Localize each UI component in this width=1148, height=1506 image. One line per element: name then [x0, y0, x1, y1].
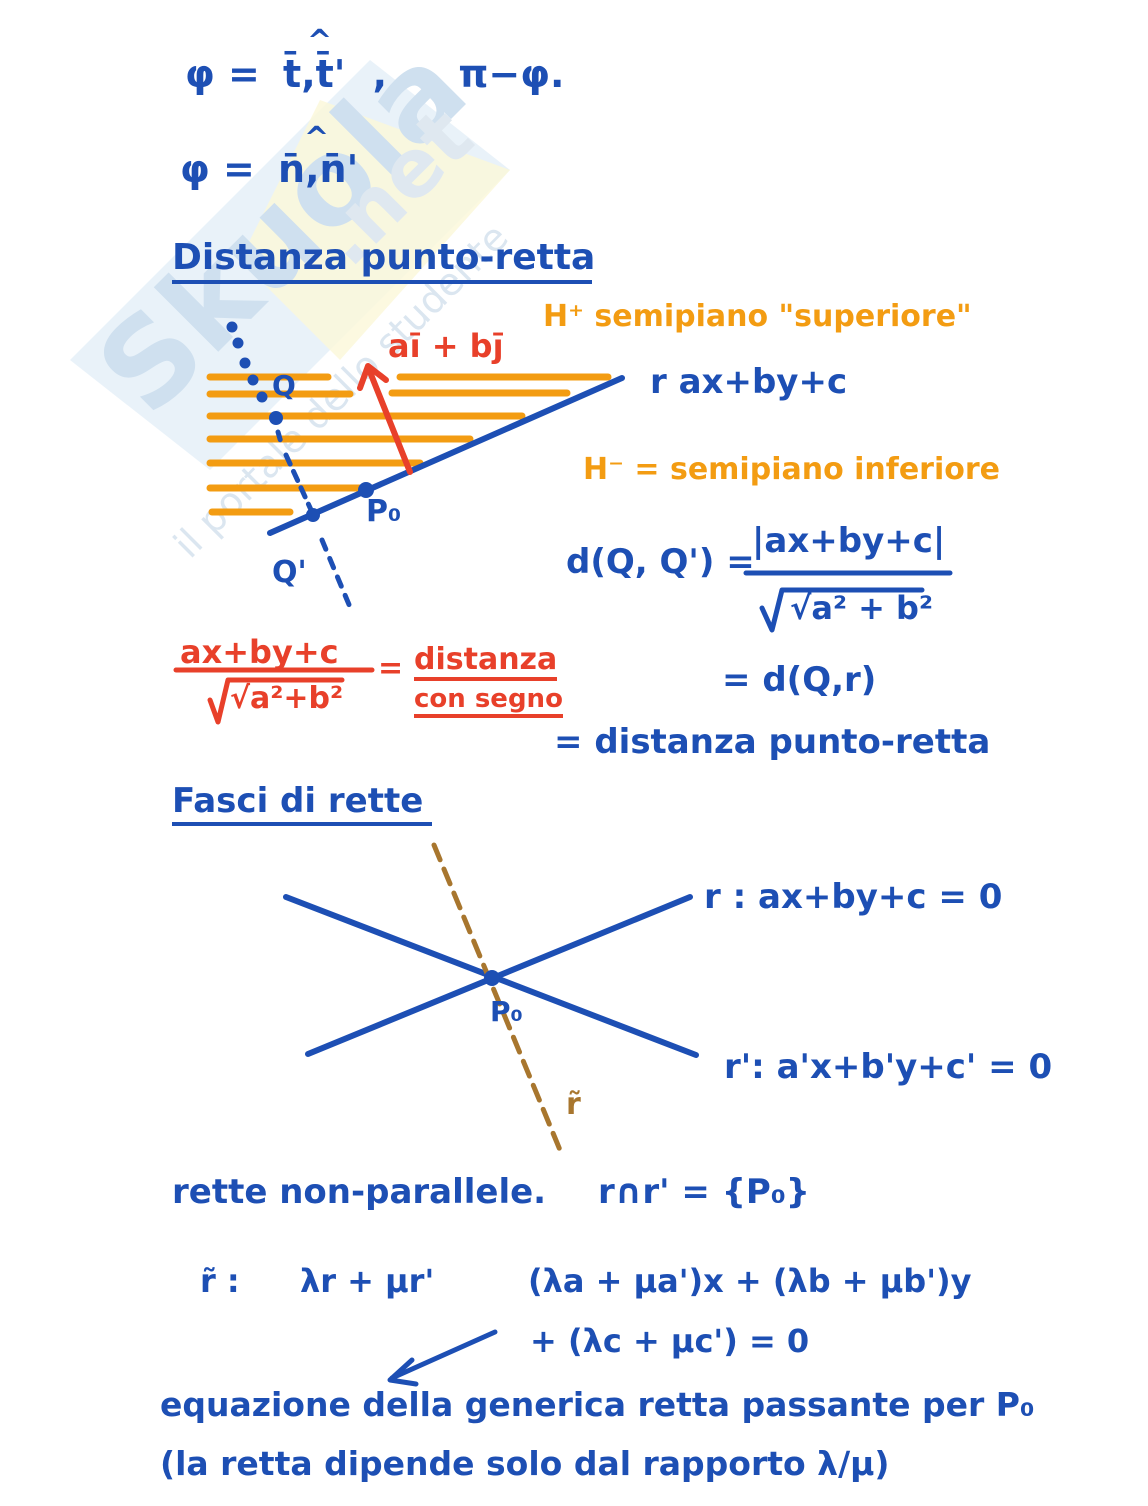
- half-plane-lower-label: H⁻ = semipiano inferiore: [583, 452, 1000, 487]
- signed-distance-denominator: √a²+b²: [230, 681, 344, 716]
- distance-formula-numerator: |ax+by+c|: [752, 521, 946, 561]
- pointer-arrow: [387, 1329, 498, 1387]
- signed-distance-label-1: distanza: [414, 645, 558, 681]
- point-P0-pencil-label: P₀: [490, 995, 523, 1028]
- distance-eq-name: = distanza punto-retta: [554, 722, 991, 762]
- half-plane-hatching: [206, 373, 612, 516]
- normal-vector-label: aī + bj̄: [388, 327, 504, 365]
- half-plane-upper-label: H⁺ semipiano "superiore": [543, 299, 972, 334]
- combination-expression: λr + μr': [300, 1262, 435, 1300]
- section-title-distance: Distanza punto-retta: [172, 240, 595, 284]
- line-r-tilde-label: r̃: [566, 1087, 581, 1122]
- description-line-1: equazione della generica retta passante …: [160, 1385, 1035, 1424]
- line-r: [267, 375, 625, 536]
- angle-formula-2: φ = ^ n̄,n̄': [180, 124, 359, 191]
- sqrt-sign-distance: [759, 587, 925, 633]
- angle-vectors-t: t̄,t̄': [283, 52, 346, 96]
- non-parallel-text: rette non-parallele.: [172, 1172, 547, 1212]
- angle-formula-1: φ = ^ t̄,t̄' , π−φ.: [185, 27, 565, 96]
- point-Q-label: Q: [272, 369, 296, 402]
- point-Q-prime-dot: [306, 508, 320, 522]
- signed-distance-label-2: con segno: [414, 686, 563, 718]
- line-r-tilde-dashed: [431, 842, 563, 1153]
- separator-comma: ,: [372, 52, 388, 96]
- line-r-equation-label: r ax+by+c: [650, 362, 848, 402]
- normal-vector-arrow: [357, 363, 413, 475]
- equation-r-prime: r': a'x+b'y+c' = 0: [724, 1047, 1053, 1087]
- signed-distance-equals: =: [378, 651, 404, 686]
- angle-vectors-n: n̄,n̄': [278, 147, 359, 191]
- section-title-pencil: Fasci di rette: [172, 784, 432, 826]
- angle-phi-lhs: φ =: [180, 147, 255, 191]
- hat-symbol: ^: [304, 121, 330, 156]
- distance-formula-denominator: √a² + b²: [790, 589, 933, 627]
- point-P0-dot: [358, 482, 374, 498]
- intersection-text: r∩r' = {P₀}: [598, 1172, 810, 1212]
- point-P0-label: P₀: [366, 494, 402, 529]
- angle-phi-lhs: φ =: [185, 52, 260, 96]
- perpendicular-dotted: [226, 321, 353, 610]
- hat-symbol: ^: [307, 24, 333, 59]
- combination-label: r̃ :: [200, 1262, 240, 1300]
- supplementary-angle: π−φ.: [458, 52, 565, 96]
- distance-formula-lhs: d(Q, Q') =: [566, 542, 755, 582]
- expanded-equation-line-2: + (λc + μc') = 0: [530, 1322, 810, 1360]
- point-Q-dot: [269, 411, 283, 425]
- description-line-2: (la retta dipende solo dal rapporto λ/μ): [160, 1444, 890, 1483]
- distance-eq-d-q-r: = d(Q,r): [722, 660, 877, 700]
- expanded-equation-line-1: (λa + μa')x + (λb + μb')y: [528, 1262, 972, 1300]
- point-P0-pencil-dot: [484, 970, 500, 986]
- equation-r: r : ax+by+c = 0: [704, 877, 1003, 917]
- point-Q-prime-label: Q': [272, 555, 307, 590]
- sqrt-sign-signed: [207, 677, 345, 725]
- signed-distance-numerator: ax+by+c: [180, 633, 339, 671]
